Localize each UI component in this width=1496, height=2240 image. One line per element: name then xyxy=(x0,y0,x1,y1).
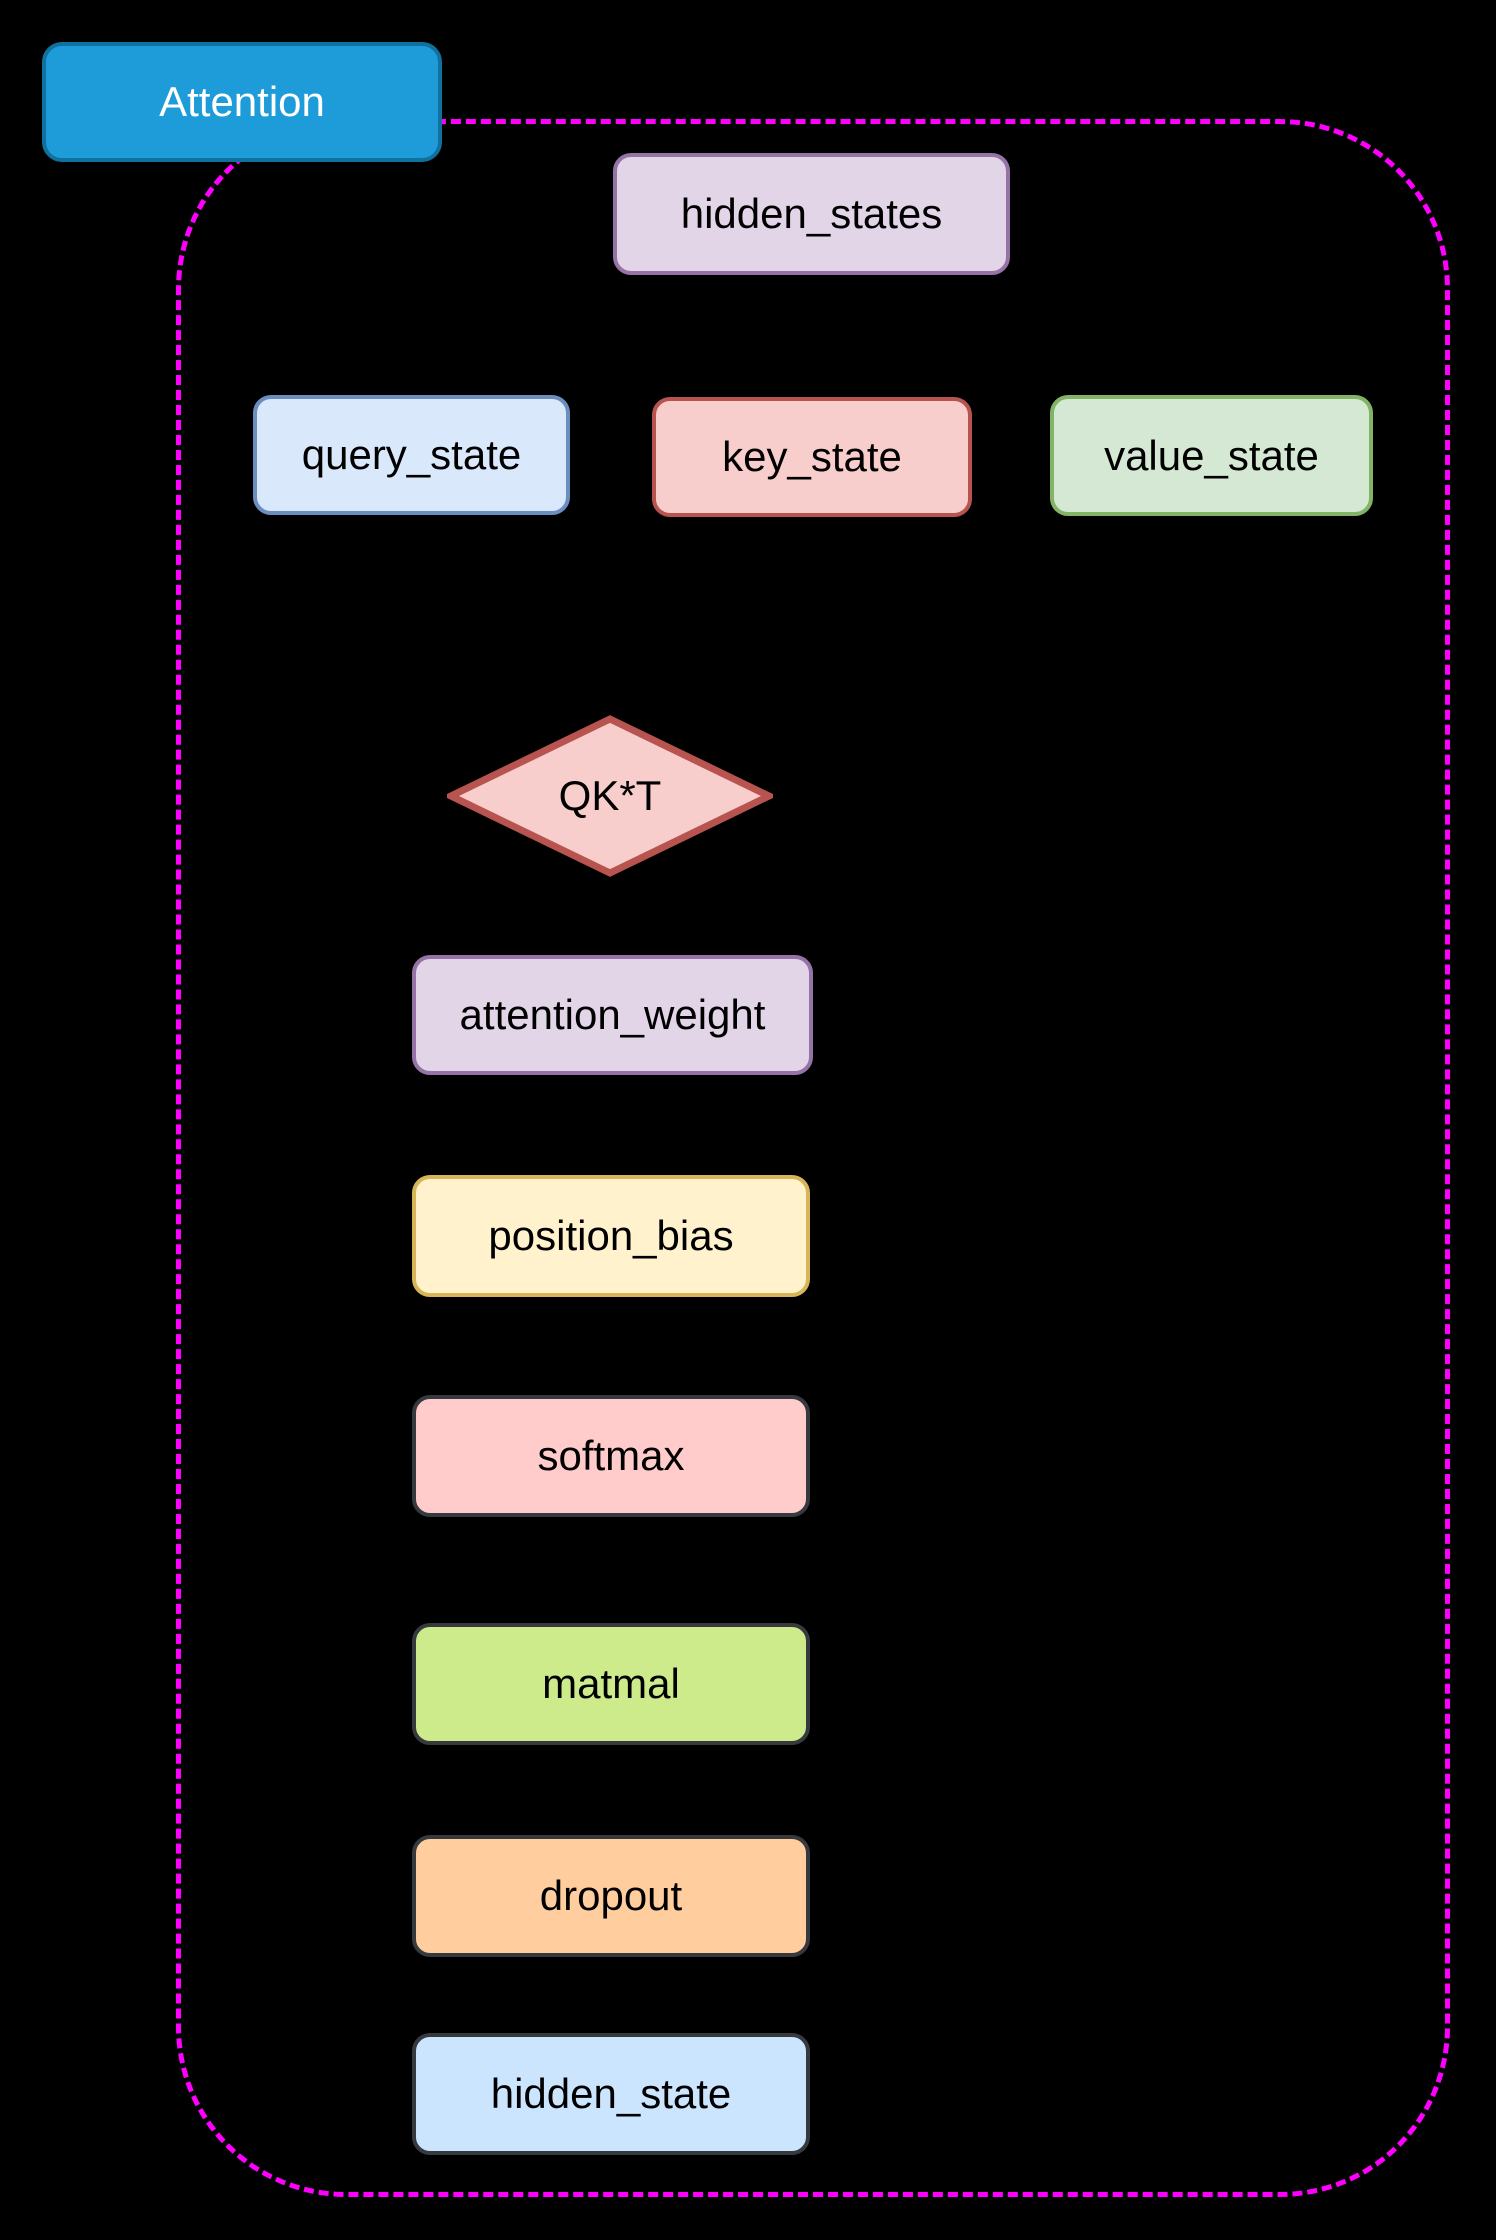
node-position-bias: position_bias xyxy=(412,1175,810,1297)
node-position-bias-label: position_bias xyxy=(488,1212,734,1259)
node-query-state-label: query_state xyxy=(301,431,522,478)
node-dropout-label: dropout xyxy=(539,1872,683,1919)
attention-group-dashed-border xyxy=(176,119,1450,2197)
node-value-state-label: value_state xyxy=(1104,431,1319,479)
node-qkt-label: QK*T xyxy=(558,772,662,819)
node-hidden-states: hidden_states xyxy=(613,153,1010,275)
node-hidden-state-label: hidden_state xyxy=(490,2070,732,2117)
qkt-diamond-polygon xyxy=(447,715,773,877)
node-dropout: dropout xyxy=(412,1835,810,1957)
node-key-state: key_state xyxy=(652,397,972,517)
node-matmal-label: matmal xyxy=(542,1660,680,1707)
attention-title-label: Attention xyxy=(159,78,325,125)
node-hidden-state: hidden_state xyxy=(412,2033,810,2155)
node-qkt-diamond: QK*T xyxy=(447,715,773,877)
node-attention-weight-label: attention_weight xyxy=(459,991,766,1038)
node-softmax-label: softmax xyxy=(537,1432,685,1479)
qkt-diamond-shape xyxy=(447,715,773,877)
node-attention-weight: attention_weight xyxy=(412,955,813,1075)
node-query-state: query_state xyxy=(253,395,570,515)
node-key-state-label: key_state xyxy=(722,433,902,480)
attention-title-box: Attention xyxy=(42,42,442,162)
node-softmax: softmax xyxy=(412,1395,810,1517)
node-value-state: value_state xyxy=(1050,395,1373,516)
node-hidden-states-label: hidden_states xyxy=(680,190,943,237)
node-matmal: matmal xyxy=(412,1623,810,1745)
